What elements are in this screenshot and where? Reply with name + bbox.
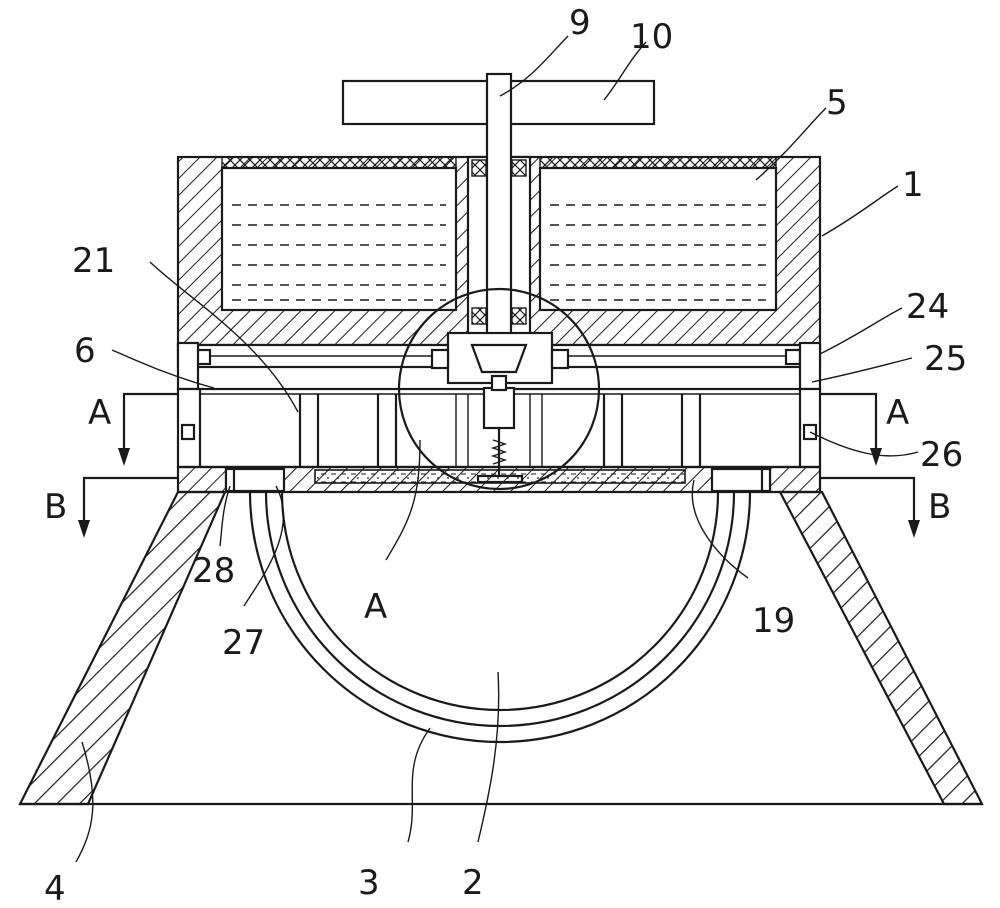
label-3: 3 [358, 863, 380, 903]
label-1: 1 [902, 165, 924, 205]
reference-labels: 9 10 5 1 21 6 24 25 26 19 28 27 A 3 2 4 … [44, 3, 967, 908]
label-4: 4 [44, 869, 66, 908]
label-6: 6 [74, 331, 96, 371]
label-section-a-left: A [88, 393, 111, 433]
section-lines [78, 392, 920, 538]
label-section-b-right: B [928, 487, 951, 527]
label-28: 28 [192, 551, 235, 591]
label-5: 5 [826, 83, 848, 123]
label-27: 27 [222, 623, 265, 663]
base-stand [18, 490, 984, 806]
leader-lines [75, 35, 919, 863]
label-21: 21 [72, 241, 115, 281]
label-section-b-left: B [44, 487, 67, 527]
label-19: 19 [752, 601, 795, 641]
label-25: 25 [924, 339, 967, 379]
label-section-a-right: A [886, 393, 909, 433]
label-26: 26 [920, 435, 963, 475]
hemisphere-basin [248, 491, 752, 744]
label-detail-a: A [364, 587, 387, 627]
label-2: 2 [462, 863, 484, 903]
detail-circle-a [397, 287, 601, 491]
rail-strip [176, 331, 822, 391]
label-9: 9 [569, 3, 591, 43]
handle-assembly [341, 72, 656, 356]
liquid-right [550, 204, 766, 301]
liquid-left [232, 204, 446, 301]
label-24: 24 [906, 287, 949, 327]
label-10: 10 [630, 17, 673, 57]
bottom-plate [176, 465, 822, 494]
